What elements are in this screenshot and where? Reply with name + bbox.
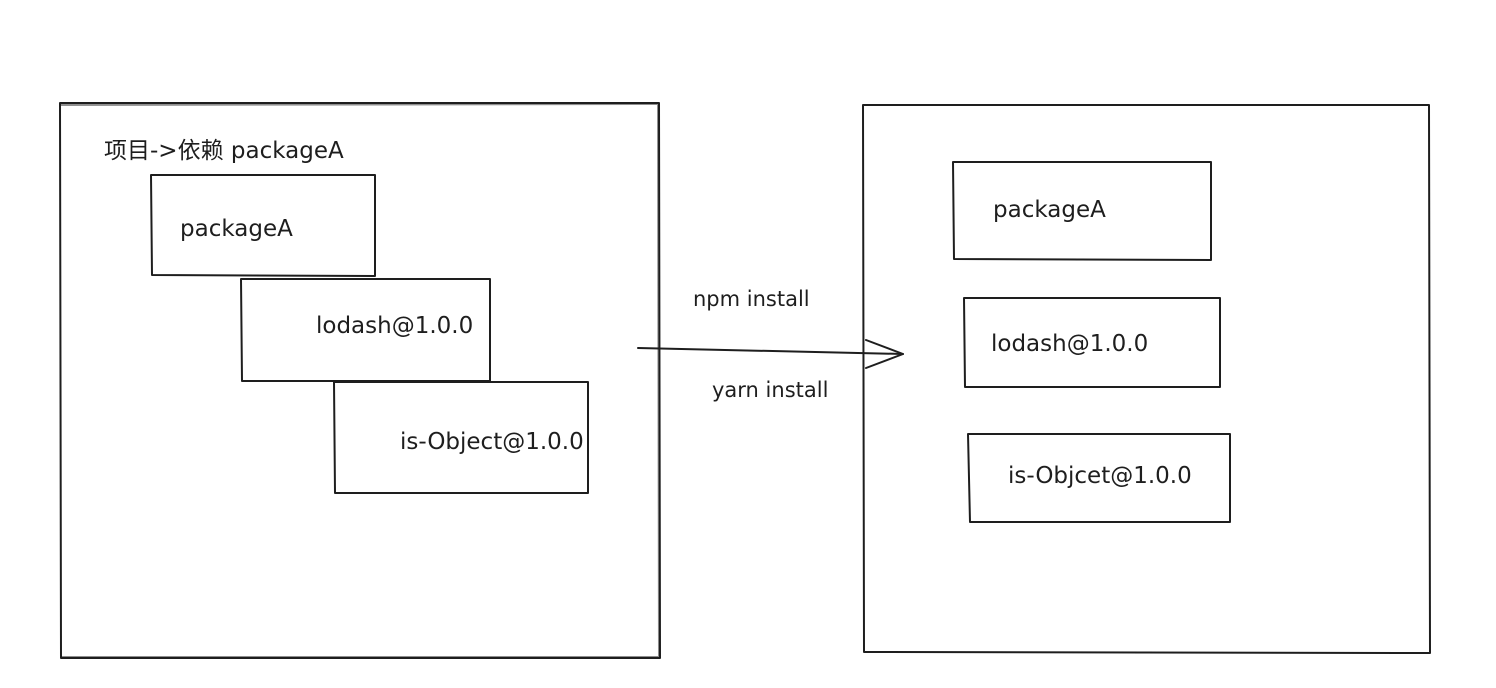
install-arrow: npm install yarn install <box>637 287 904 402</box>
right-box-lodash-label: lodash@1.0.0 <box>991 331 1148 357</box>
left-box-packagea-frame <box>150 174 376 277</box>
left-panel-header: 项目->依赖 packageA <box>104 138 344 164</box>
arrow-head <box>865 339 904 369</box>
left-box-lodash-frame <box>240 278 491 382</box>
left-box-lodash-label: lodash@1.0.0 <box>316 313 473 339</box>
arrow-label-npm-install: npm install <box>693 287 810 311</box>
right-box-lodash-frame <box>963 297 1221 388</box>
right-box-packagea-frame <box>952 161 1212 261</box>
arrow-shaft <box>637 347 904 355</box>
right-box-isobjcet-label: is-Objcet@1.0.0 <box>1008 463 1192 489</box>
left-box-isobject-label: is-Object@1.0.0 <box>400 429 584 455</box>
right-box-isobjcet-frame <box>967 433 1231 523</box>
right-box-packagea-label: packageA <box>993 197 1106 223</box>
left-box-packagea-label: packageA <box>180 216 293 242</box>
right-panel-frame <box>862 104 1431 654</box>
right-panel: packageA lodash@1.0.0 is-Objcet@1.0.0 <box>862 104 1431 654</box>
left-box-isobject-frame <box>333 381 589 494</box>
left-panel: 项目->依赖 packageA packageA lodash@1.0.0 is… <box>59 102 661 659</box>
arrow-label-yarn-install: yarn install <box>712 378 828 402</box>
left-panel-frame-sketch <box>60 103 660 658</box>
